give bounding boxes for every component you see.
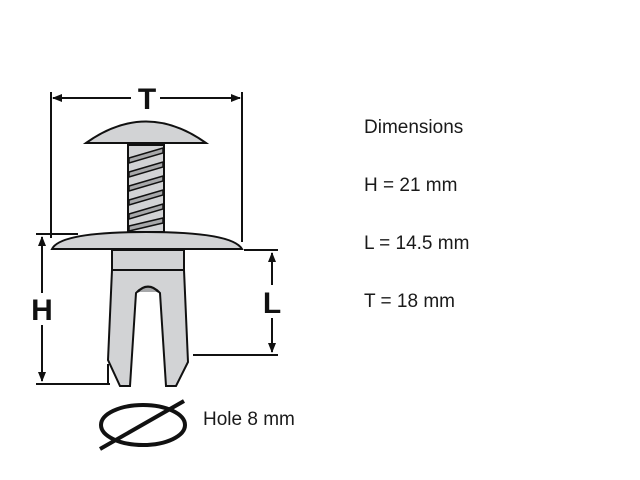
rivet-body <box>106 249 190 387</box>
rivet-flange <box>50 230 244 250</box>
h-dimension: H <box>31 233 110 385</box>
l-letter: L <box>263 287 281 320</box>
h-letter: H <box>31 294 53 327</box>
spec-h: H = 21 mm <box>364 175 458 196</box>
rivet-head <box>82 120 210 144</box>
diameter-icon <box>99 399 187 451</box>
l-dimension: L <box>193 249 281 356</box>
t-dimension: T <box>50 83 243 242</box>
hole-label: Hole 8 mm <box>203 409 295 430</box>
spec-t: T = 18 mm <box>364 291 455 312</box>
threaded-pin <box>127 144 165 233</box>
spec-l: L = 14.5 mm <box>364 233 470 254</box>
t-letter: T <box>138 83 156 116</box>
specs-heading: Dimensions <box>364 117 464 138</box>
